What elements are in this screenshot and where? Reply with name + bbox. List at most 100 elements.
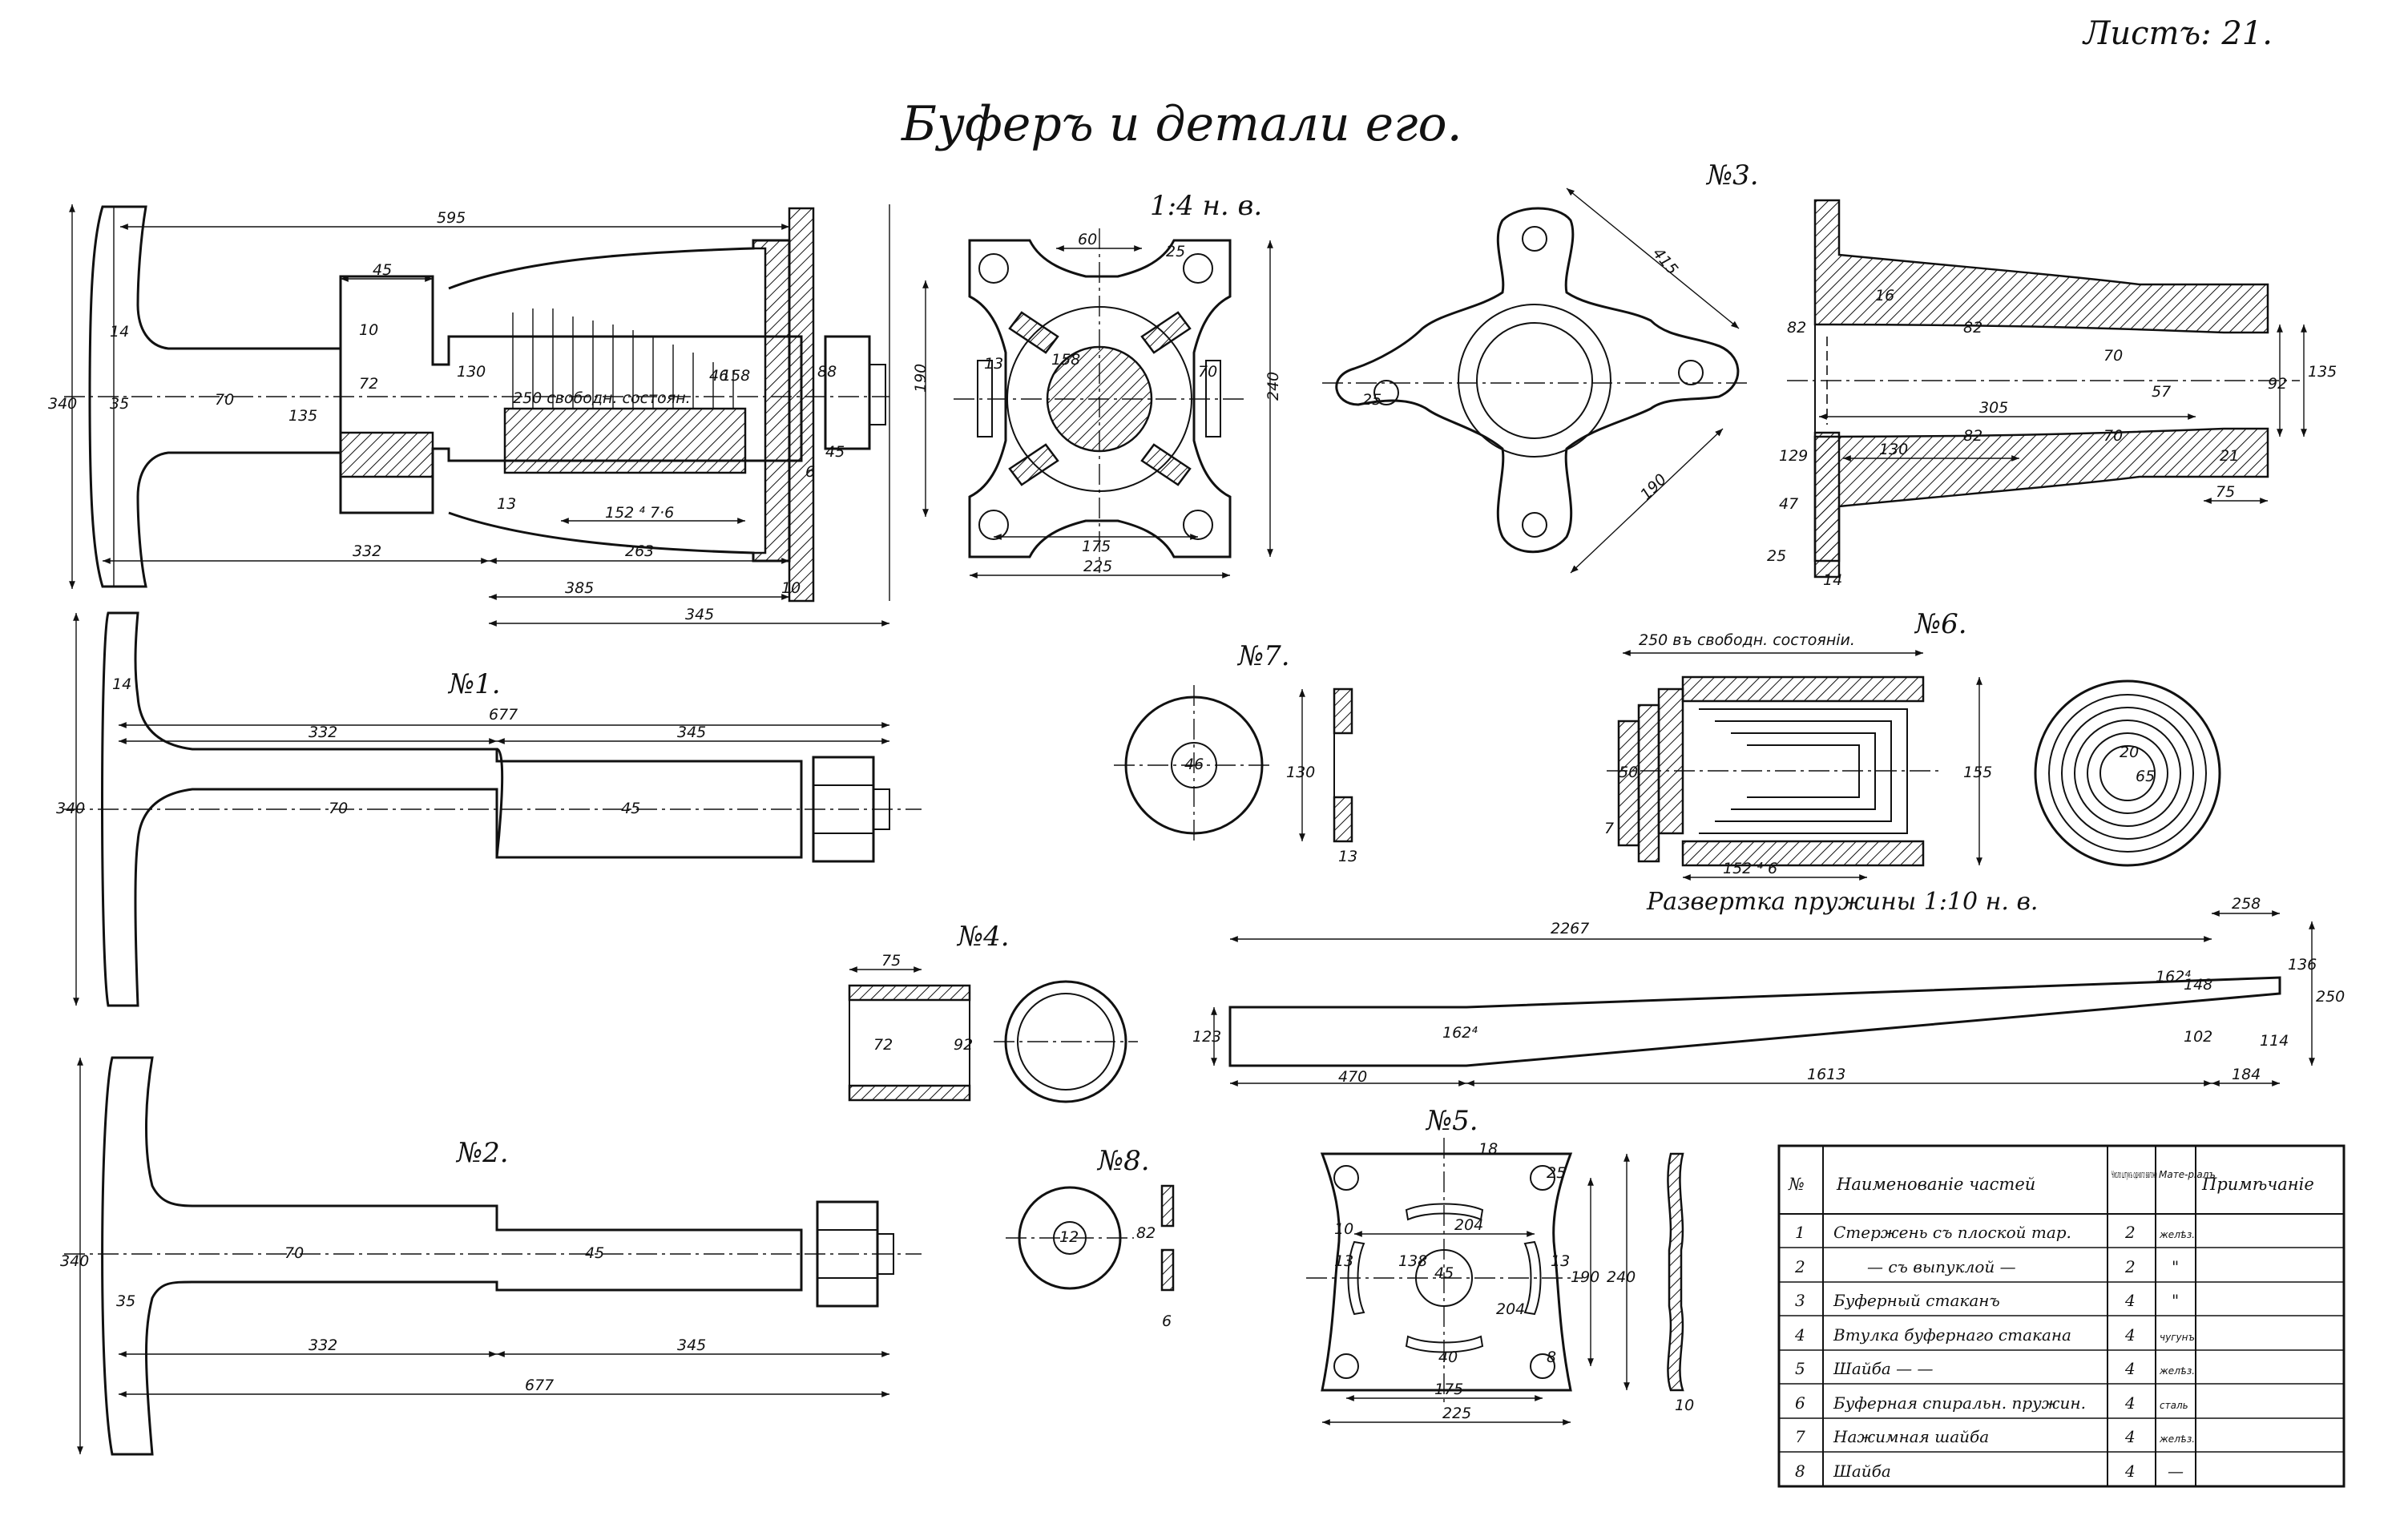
parts-table: № Наименованіе частей Число штукъ одного… [1777, 1144, 2345, 1488]
dim-130: 130 [457, 363, 486, 381]
dim-14-cup: 14 [1823, 571, 1842, 589]
dim-340-n2: 340 [60, 1252, 89, 1270]
dim-190-n5: 190 [1571, 1268, 1599, 1286]
table-row-3-name: Буферный стаканъ [1833, 1291, 2000, 1310]
dim-225-n5: 225 [1442, 1405, 1471, 1422]
spring-free-length-note: 250 свободн. состоян. [513, 389, 691, 407]
dim-130-cup: 130 [1879, 441, 1908, 458]
dim-82-mid: 82 [1963, 319, 1982, 337]
dim-263: 263 [625, 542, 654, 560]
dim-45-n1: 45 [621, 800, 640, 817]
label-n2: №2. [455, 1137, 509, 1169]
table-row-3-num: 3 [1795, 1291, 1805, 1310]
dim-225: 225 [1083, 558, 1112, 575]
dim-385: 385 [565, 579, 594, 597]
dim-18-n5: 18 [1478, 1140, 1498, 1158]
dim-16-top: 16 [1875, 287, 1894, 304]
dim-65-n6: 65 [2136, 768, 2155, 785]
dim-13-n5: 13 [1334, 1252, 1353, 1270]
dim-305: 305 [1979, 399, 2008, 417]
label-n4: №4. [956, 921, 1010, 953]
dim-130-n7: 130 [1286, 764, 1315, 781]
label-n3: №3. [1705, 159, 1759, 192]
dim-250: 250 [2316, 988, 2345, 1006]
spring-free-state-note: 250 въ свободн. состояніи. [1639, 631, 1855, 649]
dim-148: 148 [2184, 976, 2212, 994]
dim-25-arm: 25 [1362, 391, 1381, 409]
dim-50-n6: 50 [1619, 764, 1638, 781]
table-row-2-material: " [2172, 1257, 2179, 1276]
sheet-number: Листъ: 21. [2082, 15, 2273, 52]
dim-345: 345 [685, 606, 714, 623]
dim-190: 190 [912, 364, 930, 393]
dim-13-slot: 13 [984, 355, 1003, 373]
dim-162-left: 162⁴ [1442, 1024, 1478, 1042]
dim-70-cup-low: 70 [2103, 427, 2123, 445]
table-row-6-qty: 4 [2124, 1393, 2136, 1413]
table-row-2-num: 2 [1794, 1257, 1805, 1276]
dim-25-hole: 25 [1166, 243, 1185, 260]
dim-258: 258 [2232, 895, 2261, 913]
table-row-5-num: 5 [1795, 1359, 1805, 1378]
dim-114: 114 [2260, 1032, 2289, 1050]
dim-72: 72 [359, 375, 378, 393]
dim-677-n2: 677 [525, 1377, 554, 1394]
table-row-6-name: Буферная спиральн. пружин. [1833, 1393, 2086, 1413]
table-row-8-num: 8 [1795, 1461, 1805, 1481]
dim-40: 40 [1438, 1349, 1458, 1366]
dim-75-n4: 75 [881, 952, 901, 970]
table-row-3-material: " [2172, 1291, 2179, 1310]
label-n5: №5. [1425, 1105, 1478, 1137]
table-row-2-qty: 2 [2124, 1257, 2136, 1276]
dim-135: 135 [288, 407, 317, 425]
table-header-material: Мате-ріалъ [2159, 1169, 2216, 1180]
dim-45-n5: 45 [1434, 1264, 1454, 1282]
dim-138: 138 [1398, 1252, 1427, 1270]
dim-677: 677 [489, 706, 518, 724]
dim-13-n7: 13 [1338, 848, 1357, 865]
table-row-4-material: чугунъ [2160, 1332, 2195, 1343]
table-row-8-name: Шайба [1833, 1461, 1891, 1481]
dim-6-n8: 6 [1162, 1312, 1172, 1330]
label-n7: №7. [1236, 640, 1290, 672]
table-row-4-num: 4 [1794, 1325, 1805, 1345]
dim-204-vert: 204 [1496, 1300, 1525, 1318]
part-7-washer: №7. 46 130 13 [1114, 640, 1357, 865]
dim-345-n1: 345 [677, 724, 706, 741]
dim-70-n1: 70 [329, 800, 348, 817]
dim-72-n4: 72 [873, 1036, 893, 1054]
part-1-rod-flat: №1. 677 332 345 340 14 70 45 [56, 611, 922, 1007]
table-row-7-material: желѣз. [2159, 1433, 2195, 1445]
part-3-top-view: №3. 415 190 25 [1322, 159, 1759, 574]
spring-development: Развертка пружины 1:10 н. в. 2267 258 47… [1192, 888, 2345, 1087]
dim-13: 13 [497, 495, 516, 513]
part-2-rod-convex: №2. 332 345 677 340 35 70 45 [60, 1056, 922, 1456]
dim-57: 57 [2152, 383, 2171, 401]
buffer-assembly-view: 595 340 14 35 70 135 45 10 72 130 158 88… [48, 204, 890, 627]
table-header-name: Наименованіе частей [1836, 1175, 2035, 1194]
dim-184: 184 [2232, 1066, 2261, 1083]
dim-45-nut: 45 [825, 443, 845, 461]
dim-35-n2: 35 [116, 1292, 135, 1310]
label-n1: №1. [447, 668, 501, 700]
part-6-spring: №6. 250 въ свободн. состояніи. 155 50 7 … [1604, 608, 2221, 881]
dim-25-n5: 25 [1547, 1164, 1566, 1182]
dim-14-n1: 14 [112, 675, 131, 693]
dim-70-slot: 70 [1198, 363, 1217, 381]
dim-25-cup: 25 [1767, 547, 1786, 565]
part-4-bushing: №4. 75 72 92 [848, 921, 1138, 1103]
dim-10-flange: 10 [781, 579, 801, 597]
dim-1613: 1613 [1807, 1066, 1845, 1083]
spring-development-caption: Развертка пружины 1:10 н. в. [1646, 888, 2038, 916]
dim-70-cup-top: 70 [2103, 347, 2123, 365]
dim-190-diag: 190 [1637, 470, 1670, 503]
dim-340: 340 [48, 395, 77, 413]
dim-158: 158 [721, 367, 750, 385]
table-row-7-qty: 4 [2124, 1427, 2136, 1446]
table-header-qty: Число штукъ одного вагона [2112, 1171, 2157, 1181]
dim-162-right: 162⁴ [2156, 968, 2191, 986]
label-n8: №8. [1096, 1145, 1150, 1177]
dim-82-n8: 82 [1136, 1224, 1156, 1242]
part-8-washer: №8. 12 82 6 [1006, 1145, 1175, 1330]
dim-332: 332 [353, 542, 381, 560]
